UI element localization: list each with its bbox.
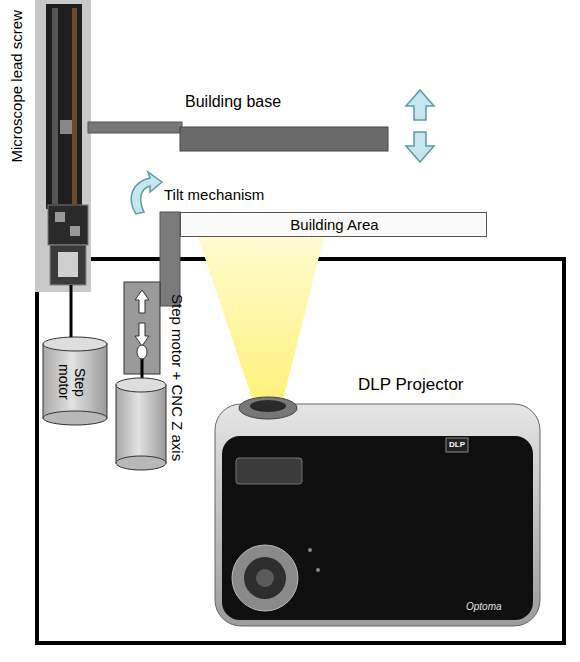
lead-screw-photo-bg	[35, 0, 91, 292]
lead-screw-thread	[72, 8, 77, 204]
cnc-step-motor-body	[116, 385, 166, 463]
motor-shaft	[70, 285, 73, 343]
projector-lens-ring	[239, 397, 297, 419]
building-base-arm	[88, 122, 182, 133]
projector-lens	[250, 400, 286, 412]
control-dial-inner	[244, 557, 286, 599]
tilt-arrow	[131, 172, 162, 214]
cnc-coupler	[137, 345, 147, 359]
lead-screw-bolt	[70, 226, 80, 236]
indicator-dot	[308, 548, 312, 552]
projector-shell	[215, 404, 540, 626]
z-up-arrow	[135, 290, 149, 313]
down-arrow	[406, 132, 434, 162]
tilt-bracket	[160, 212, 180, 306]
indicator-dot	[316, 568, 320, 572]
lead-screw-block	[48, 205, 88, 245]
part-label: Tilt mechanism	[164, 186, 264, 203]
lead-screw-bolt	[55, 212, 65, 222]
cylinder-body	[43, 344, 107, 418]
brand-mark: Optoma	[466, 601, 502, 613]
cylinder-top	[43, 337, 107, 351]
cylinder-bottom	[43, 411, 107, 425]
lead-screw-base	[50, 245, 86, 285]
control-dial	[232, 545, 298, 611]
part-label: Microscope lead screw	[8, 10, 25, 163]
projector-front	[222, 436, 533, 620]
building-base-plate	[180, 127, 388, 151]
node-label: Building Area	[181, 217, 488, 234]
lead-screw-rail	[46, 4, 82, 209]
z-down-arrow	[135, 323, 149, 346]
lead-screw-carriage	[60, 120, 72, 134]
light-cone	[198, 237, 324, 404]
lead-screw-coupler	[58, 252, 78, 277]
projector-window	[236, 458, 302, 484]
cnc-step-motor-top	[116, 378, 166, 392]
part-label: Building base	[185, 93, 281, 111]
control-dial-center	[256, 569, 274, 587]
up-arrow	[406, 90, 434, 120]
part-label: Step motor + CNC Z axis	[169, 294, 186, 461]
cnc-step-motor-bottom	[116, 456, 166, 470]
step-motor-cylinder: Step motor	[42, 336, 108, 426]
node-label: Step motor	[56, 350, 87, 414]
part-label: DLP Projector	[358, 375, 464, 395]
lead-screw-rod	[52, 8, 58, 204]
building-area-box: Building Area	[180, 212, 487, 237]
dlp-badge	[446, 438, 468, 452]
brand-mark: DLP	[449, 440, 465, 449]
